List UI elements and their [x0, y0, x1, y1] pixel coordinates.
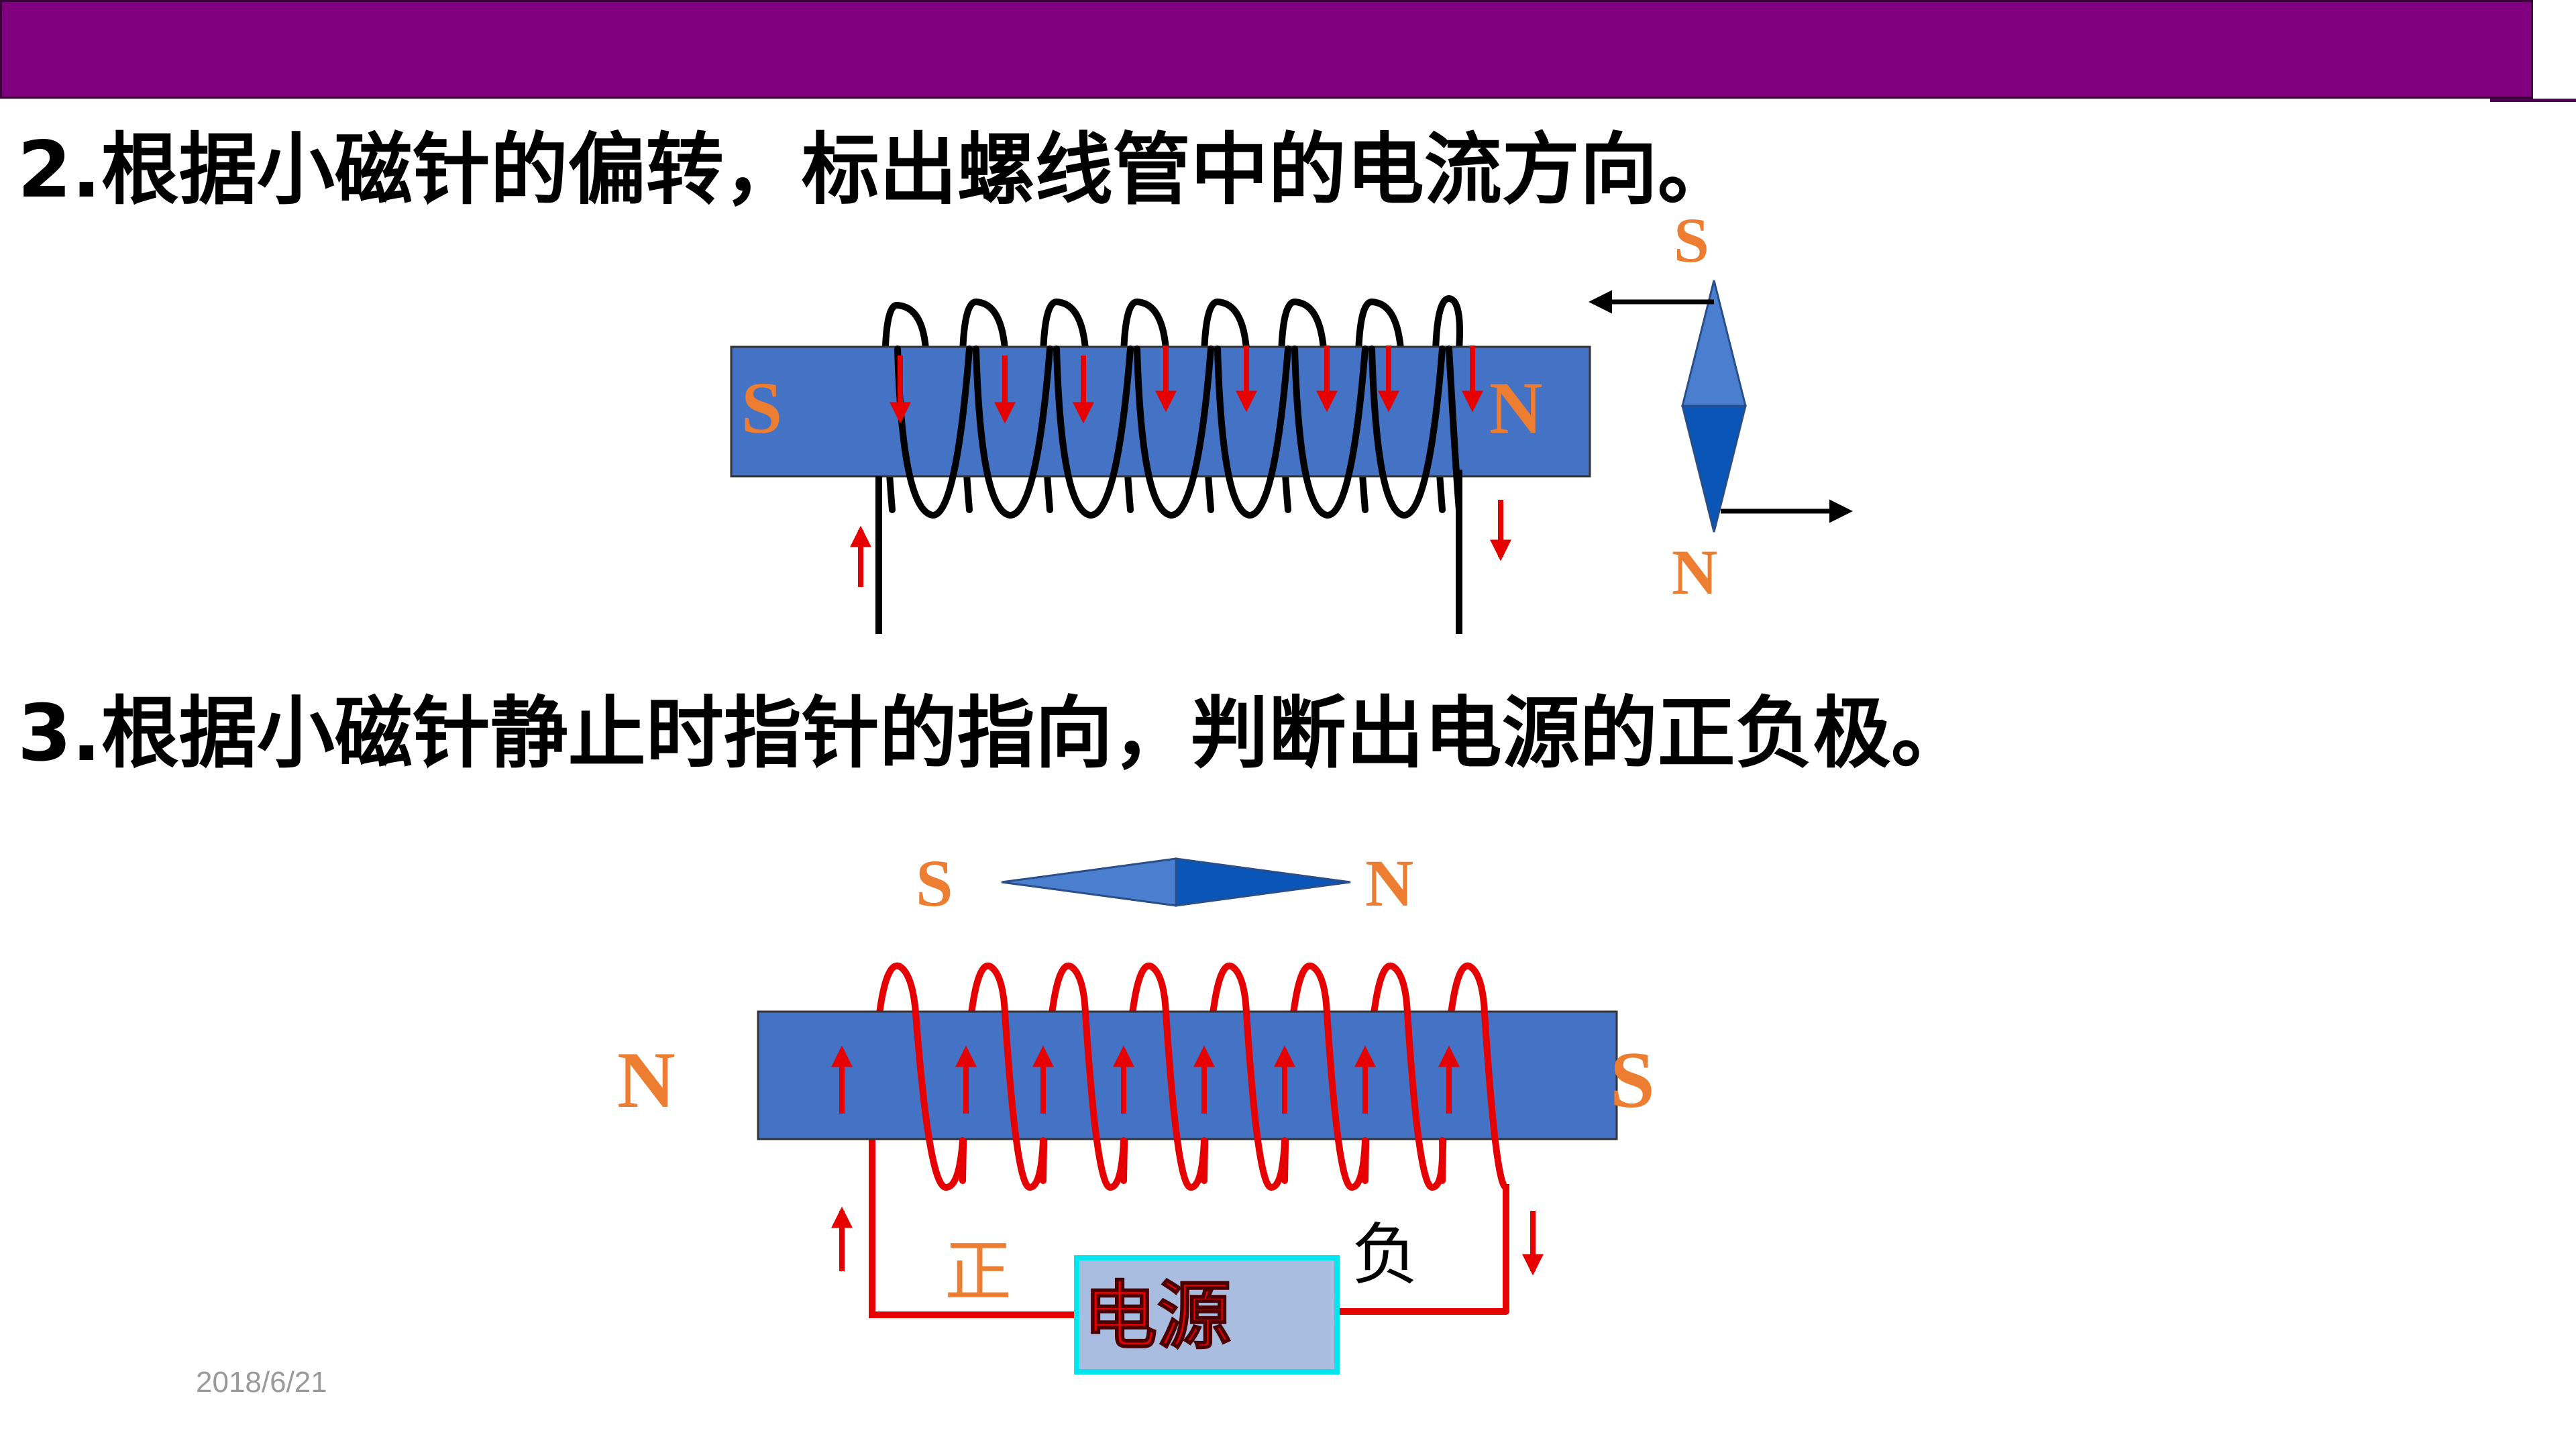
fig3-compass-needle [1001, 857, 1351, 907]
wire-to-positive [869, 1308, 1080, 1318]
fig2-bar-left-pole: S [741, 367, 782, 449]
fig3-bar-right-pole: S [1610, 1035, 1655, 1124]
fig3-coil-front-loops [912, 1010, 1509, 1315]
fig3-bar-left-pole: N [617, 1035, 676, 1124]
fig2-needle-top-pole: S [1674, 205, 1709, 276]
needle-south-half [1681, 280, 1747, 407]
fig3-bar [757, 1010, 1618, 1140]
figure-3-solenoid: S N [617, 846, 1655, 1375]
positive-terminal-label: 正 [945, 1232, 1012, 1311]
fig2-compass-needle [1681, 280, 1747, 533]
negative-terminal-label: 负 [1352, 1216, 1419, 1294]
title-bar-shadow [2490, 99, 2576, 102]
power-source-box [1074, 1255, 1340, 1375]
fig3-current-arrows [831, 1045, 1544, 1276]
fig3-needle-left-pole: S [916, 846, 953, 920]
slide-date: 2018/6/21 [196, 1366, 327, 1399]
fig2-bar [730, 345, 1591, 478]
title-bar [0, 0, 2533, 99]
fig2-bar-right-pole: N [1489, 367, 1542, 449]
fig2-current-arrows [890, 345, 1511, 561]
power-source-label: 电源 [1083, 1273, 1231, 1359]
question-2: 2.根据小磁针的偏转，标出螺线管中的电流方向。 [17, 125, 1735, 215]
needle-south-half [1001, 857, 1177, 907]
needle-north-half [1175, 857, 1351, 907]
fig3-needle-right-pole: N [1365, 846, 1413, 920]
needle-north-half [1681, 405, 1747, 533]
figure-2-solenoid: S N S N [730, 205, 1853, 634]
question-3: 3.根据小磁针静止时指针的指向，判断出电源的正负极。 [17, 688, 1969, 779]
fig2-needle-bottom-pole: N [1672, 537, 1718, 608]
